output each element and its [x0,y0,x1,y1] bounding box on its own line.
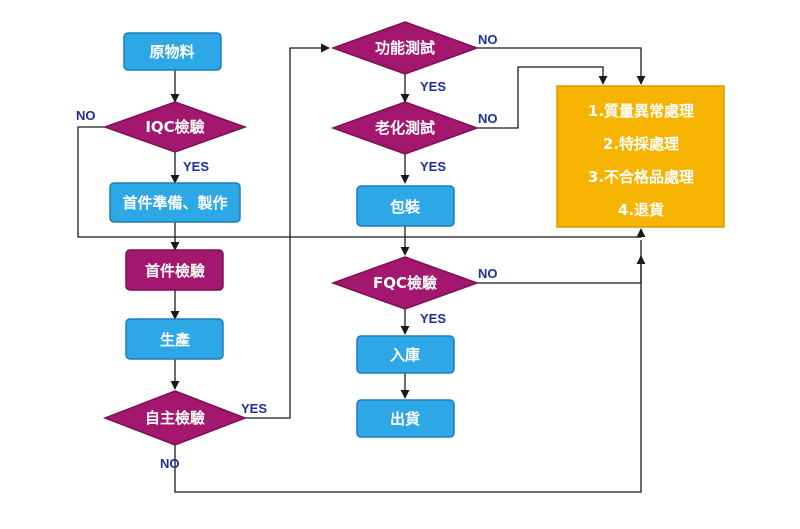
node-self-inspect-label: 自主檢驗 [145,409,205,427]
node-warehouse-in: 入庫 [356,335,455,374]
node-raw-material: 原物料 [123,32,222,71]
node-packaging: 包裝 [356,185,455,227]
self-no-label: NO [160,456,180,471]
node-aging-test-decision: 老化測試 [330,101,480,155]
edge-aging-no [477,66,608,129]
self-yes-label: YES [241,401,267,416]
node-self-inspect-decision: 自主檢驗 [102,390,248,446]
edge-self-yes [245,43,330,419]
node-warehouse-in-label: 入庫 [390,346,420,364]
connectors [77,43,646,493]
node-function-test-label: 功能測試 [375,39,435,57]
fqc-yes-label: YES [420,311,446,326]
node-production: 生產 [125,318,224,360]
node-fqc-label: FQC檢驗 [373,274,437,292]
outcome-box: 1.質量異常處理 2.特採處理 3.不合格品處理 4.退貨 [556,85,725,228]
edge-self-no [174,255,646,493]
node-iqc-label: IQC檢驗 [145,118,204,136]
iqc-yes-label: YES [183,159,209,174]
node-production-label: 生產 [160,331,190,349]
aging-yes-label: YES [420,159,446,174]
outcome-item: 3.不合格品處理 [588,168,694,186]
aging-no-label: NO [478,111,498,126]
iqc-no-label: NO [76,108,96,123]
edge-labels: NO YES YES NO NO YES NO YES NO YES [76,32,498,471]
node-first-article-prep: 首件準備、製作 [109,182,241,223]
node-function-test-decision: 功能測試 [330,21,480,75]
outcome-item: 4.退貨 [618,201,664,219]
fqc-no-label: NO [478,266,498,281]
node-shipment-label: 出貨 [390,410,420,428]
node-raw-material-label: 原物料 [149,43,194,61]
node-shipment: 出貨 [356,399,455,438]
node-fqc-decision: FQC檢驗 [330,256,480,310]
node-first-article-inspect-label: 首件檢驗 [145,262,205,280]
function-no-label: NO [478,32,498,47]
edge-fqc-no [477,240,642,284]
function-yes-label: YES [420,79,446,94]
node-iqc-decision: IQC檢驗 [102,101,248,153]
node-first-article-prep-label: 首件準備、製作 [122,194,227,212]
outcome-item: 2.特採處理 [603,135,679,153]
edge-iqc-no [77,126,646,238]
outcome-item: 1.質量異常處理 [588,102,694,120]
edge-function-no [477,47,646,85]
node-first-article-inspect: 首件檢驗 [125,249,224,291]
node-packaging-label: 包裝 [390,198,421,216]
node-aging-test-label: 老化測試 [374,119,435,137]
